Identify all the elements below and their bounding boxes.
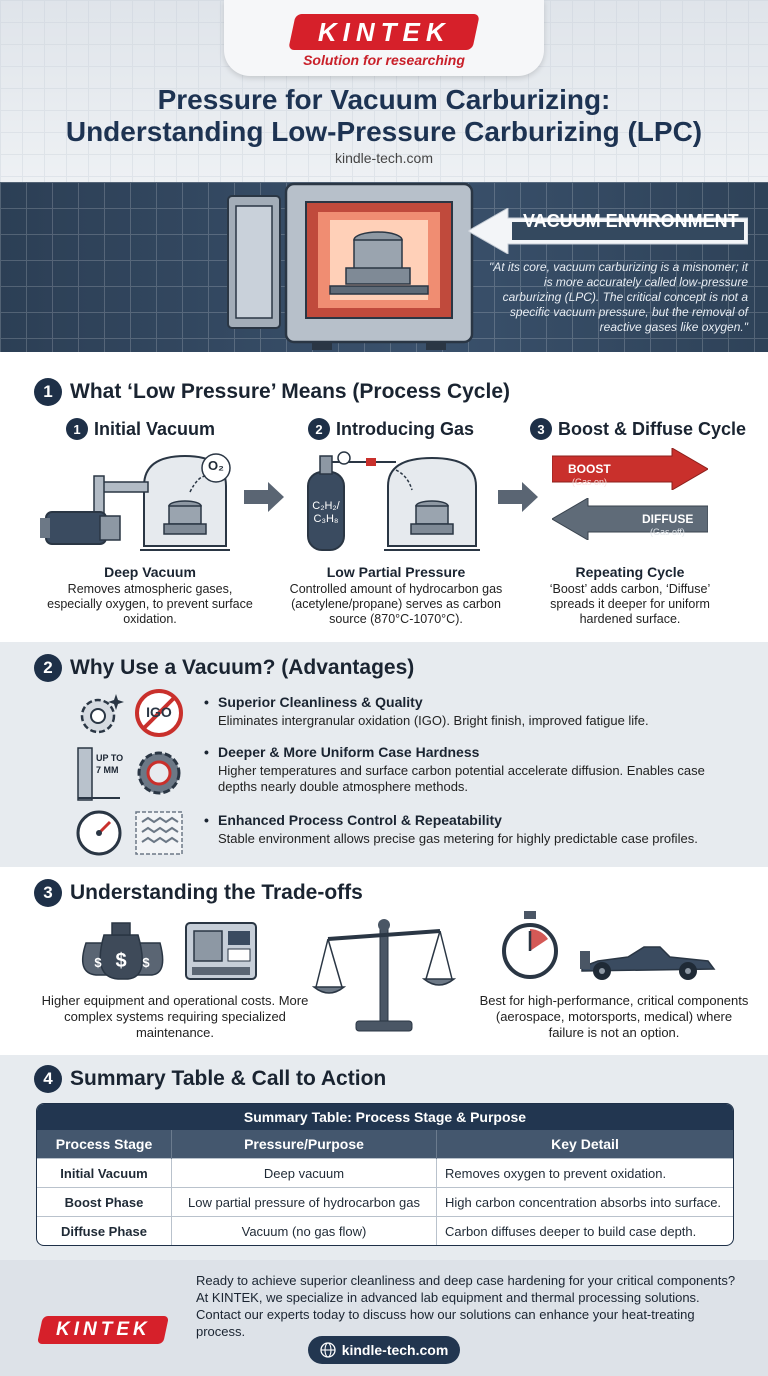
step-3-heading: 3 Boost & Diffuse Cycle: [530, 418, 746, 440]
vacuum-pump-chamber-icon: [40, 453, 231, 551]
logo-tagline: Solution for researching: [303, 52, 465, 68]
case-depth-label: UP TO 7 MM: [96, 753, 124, 775]
footer-website-button[interactable]: kindle-tech.com: [308, 1336, 460, 1364]
trade-off-usage-text: Best for high-performance, critical comp…: [479, 993, 749, 1040]
summary-table-caption: Summary Table: Process Stage & Purpose: [37, 1104, 733, 1130]
section-3-heading: 3 Understanding the Trade-offs: [34, 879, 363, 907]
control-machine-icon: [185, 922, 257, 980]
step-3-caption: ‘Boost’ adds carbon, ‘Diffuse’ spreads i…: [549, 582, 711, 626]
section-number: 1: [34, 378, 62, 406]
logo-tab: KINTEK Solution for researching: [224, 0, 544, 76]
case-depth-gauge-icon: [77, 747, 120, 801]
svg-text:$: $: [142, 955, 150, 970]
table-header-pressure: Pressure/Purpose: [171, 1130, 437, 1159]
step-3-caption-title: Repeating Cycle: [575, 564, 685, 580]
arrow-right-icon: [244, 482, 284, 512]
advantage-title-1: Superior Cleanliness & Quality: [204, 694, 423, 710]
vacuum-furnace-icon: [227, 182, 474, 350]
gas-cylinder-chamber-icon: [307, 451, 480, 551]
table-row: Diffuse Phase Vacuum (no gas flow) Carbo…: [37, 1216, 733, 1245]
page-title: Pressure for Vacuum Carburizing: Underst…: [65, 84, 703, 147]
boost-arrow-icon: [552, 448, 708, 490]
site-url[interactable]: kindle-tech.com: [334, 150, 434, 166]
arrow-right-icon-2: [498, 482, 538, 512]
vacuum-arrow-icon: [468, 208, 748, 254]
money-bags-icon: $ $ $: [81, 922, 164, 980]
stopwatch-icon: [502, 911, 558, 979]
step-1-caption: Removes atmospheric gases, especially ox…: [47, 582, 253, 626]
step-1-caption-title: Deep Vacuum: [104, 564, 196, 580]
section-4-heading: 4 Summary Table & Call to Action: [34, 1065, 386, 1093]
gear-sparkle-icon: [80, 694, 124, 734]
footer-cta-text: Ready to achieve superior cleanliness an…: [196, 1273, 736, 1339]
advantage-title-3: Enhanced Process Control & Repeatability: [204, 812, 502, 828]
pattern-grid-icon: [135, 811, 183, 855]
igo-label: IGO: [146, 704, 172, 720]
balance-scale-icon: [312, 919, 456, 1032]
section-1-heading: 1 What ‘Low Pressure’ Means (Process Cyc…: [34, 378, 510, 406]
globe-icon: [320, 1342, 336, 1358]
diffuse-sublabel: (Gas off): [650, 527, 685, 537]
boost-sublabel: (Gas on): [572, 477, 608, 487]
pressure-gauge-icon: [76, 810, 122, 856]
kintek-logo[interactable]: KINTEK: [288, 14, 480, 50]
step-2-caption-title: Low Partial Pressure: [326, 564, 466, 580]
section-2-heading: 2 Why Use a Vacuum? (Advantages): [34, 654, 414, 682]
footer-kintek-logo[interactable]: KINTEK: [37, 1316, 169, 1344]
vacuum-quote: "At its core, vacuum carburizing is a mi…: [488, 260, 748, 334]
advantage-title-2: Deeper & More Uniform Case Hardness: [204, 744, 479, 760]
oxygen-label: O₂: [208, 458, 224, 473]
race-car-icon: [580, 946, 716, 980]
diffuse-arrow-icon: [552, 498, 708, 540]
step-1-heading: 1 Initial Vacuum: [66, 418, 215, 440]
section-process-cycle: 1 What ‘Low Pressure’ Means (Process Cyc…: [0, 352, 768, 642]
trade-off-costs-text: Higher equipment and operational costs. …: [41, 993, 309, 1040]
section-summary: 4 Summary Table & Call to Action Summary…: [0, 1055, 768, 1260]
svg-text:$: $: [115, 950, 126, 972]
advantage-desc-1: Eliminates intergranular oxidation (IGO)…: [218, 713, 649, 728]
footer-cta: KINTEK Ready to achieve superior cleanli…: [0, 1260, 768, 1376]
svg-text:$: $: [94, 955, 102, 970]
section-trade-offs: 3 Understanding the Trade-offs $ $ $: [0, 867, 768, 1055]
header: KINTEK Solution for researching Pressure…: [0, 0, 768, 182]
vacuum-environment-label: VACUUM ENVIRONMENT: [523, 211, 739, 231]
step-2-heading: 2 Introducing Gas: [308, 418, 474, 440]
step-2-caption: Controlled amount of hydrocarbon gas (ac…: [289, 582, 503, 626]
no-igo-icon: [135, 689, 183, 737]
table-row: Initial Vacuum Deep vacuum Removes oxyge…: [37, 1158, 733, 1188]
summary-table: Summary Table: Process Stage & Purpose P…: [36, 1103, 734, 1246]
hero-banner: VACUUM ENVIRONMENT "At its core, vacuum …: [0, 182, 768, 352]
table-row: Boost Phase Low partial pressure of hydr…: [37, 1187, 733, 1217]
boost-label: BOOST: [568, 462, 611, 476]
section-advantages: 2 Why Use a Vacuum? (Advantages) IGO UP …: [0, 642, 768, 867]
advantage-desc-3: Stable environment allows precise gas me…: [218, 831, 698, 846]
gear-icon: [137, 751, 181, 795]
table-header-detail: Key Detail: [436, 1130, 733, 1159]
diffuse-label: DIFFUSE: [642, 512, 694, 526]
advantage-desc-2: Higher temperatures and surface carbon p…: [218, 763, 705, 794]
table-header-stage: Process Stage: [37, 1130, 172, 1159]
gas-cylinder-label: C₂H₂/ C₃H₈: [312, 500, 340, 525]
